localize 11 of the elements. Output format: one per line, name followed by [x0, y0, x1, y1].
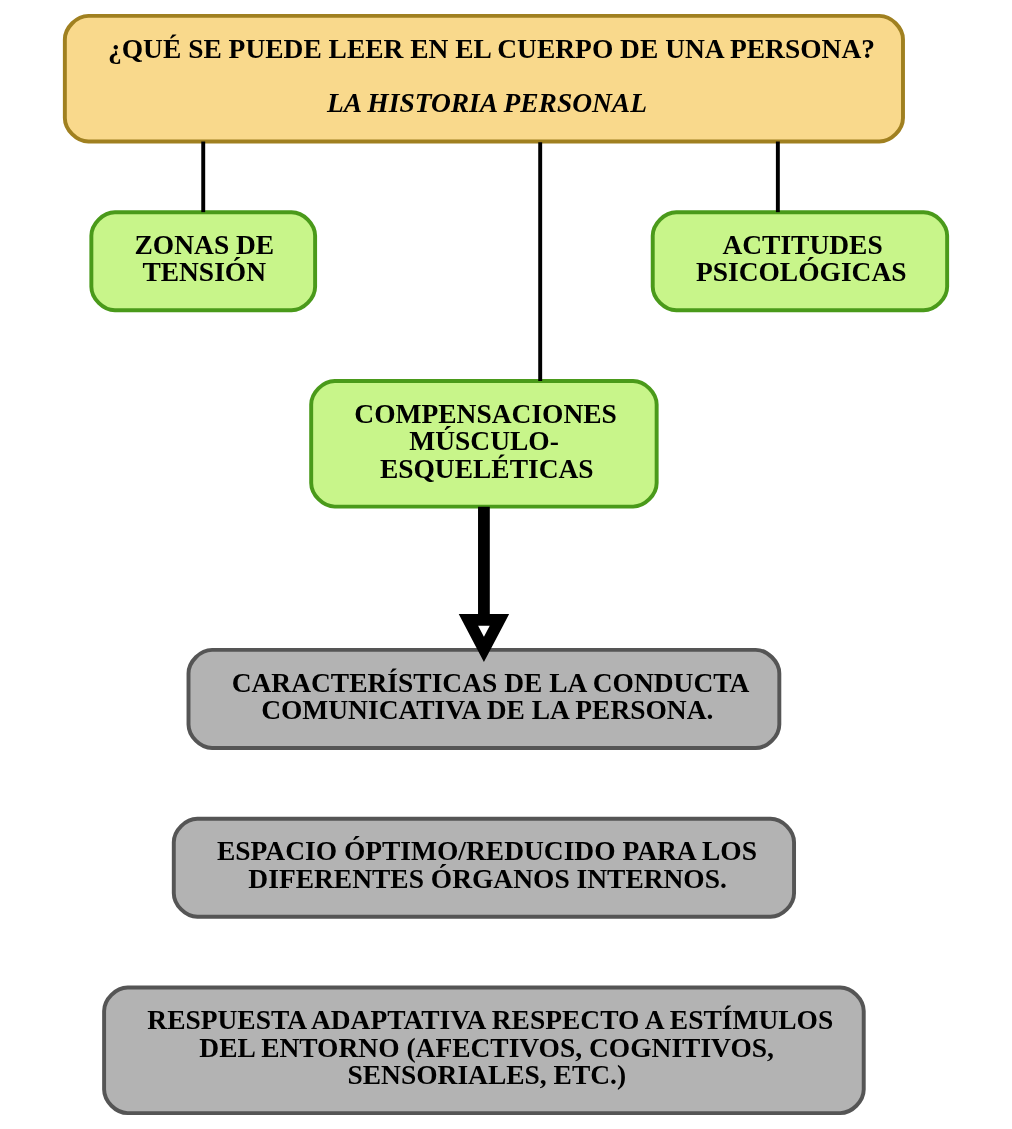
arrow: [458, 506, 510, 663]
node-box: ¿QUÉ SE PUEDE LEER EN EL CUERPO DE UNA PERSONA? LA HISTORIA PERSONAL: [62, 13, 905, 144]
node-box: ACTITUDES PSICOLÓGICAS: [650, 210, 950, 313]
node-box: CARACTERÍSTICAS DE LA CONDUCTA COMUNICATIVA DE LA PERSONA.: [186, 647, 782, 750]
node-box: ZONAS DE TENSIÓN: [89, 210, 318, 313]
connector: [775, 141, 780, 213]
connector: [201, 141, 206, 213]
node-box: COMPENSACIONES MÚSCULO-ESQUELÉTICAS: [309, 379, 659, 509]
node-box: RESPUESTA ADAPTATIVA RESPECTO A ESTÍMULOS DEL ENTORNO (AFECTIVOS, COGNITIVOS, SENSORIALES, ETC.): [102, 985, 866, 1116]
node-box: ESPACIO ÓPTIMO/REDUCIDO PARA LOS DIFERENTES ÓRGANOS INTERNOS.: [171, 816, 796, 919]
connector: [538, 142, 543, 381]
